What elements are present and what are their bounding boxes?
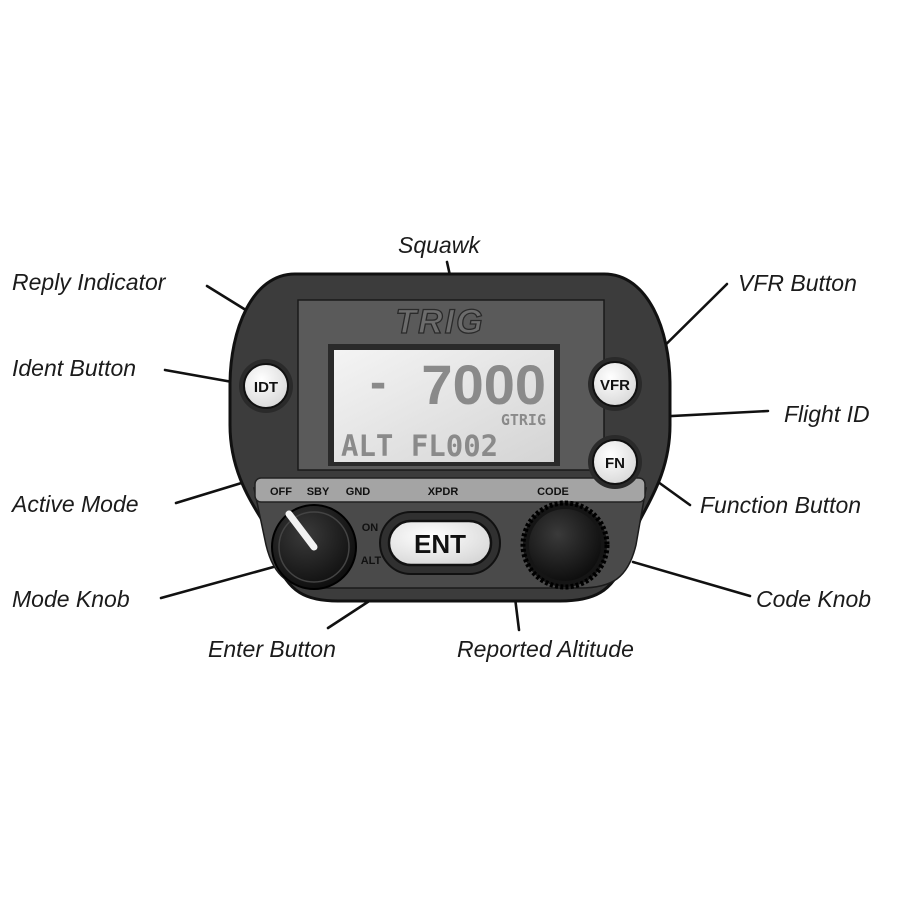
lcd-display: - 7000 GTRIG ALT FL002 xyxy=(328,344,560,466)
panel-labels: OFF SBY GND XPDR CODE ON ALT xyxy=(270,486,569,567)
function-button[interactable]: FN xyxy=(588,435,642,489)
code-knob[interactable] xyxy=(520,500,610,590)
mode-off-label: OFF xyxy=(270,486,292,498)
code-knob-leader-line xyxy=(631,560,752,598)
enter-button[interactable]: ENT xyxy=(379,511,501,575)
squawk-callout: Squawk xyxy=(398,232,480,258)
mode-alt-label: ALT xyxy=(361,555,382,567)
panel-label-strip xyxy=(254,477,646,503)
ident-button-cap xyxy=(243,363,289,409)
ident-button[interactable]: IDT xyxy=(239,359,293,413)
mode-knob[interactable] xyxy=(271,504,357,590)
active-mode-callout: Active Mode xyxy=(12,491,139,517)
ident-button-label: IDT xyxy=(254,379,278,396)
mode-knob-leader-line xyxy=(159,564,279,600)
brand-logo: TRIG xyxy=(395,303,484,341)
reply-indicator: - xyxy=(366,361,390,407)
vfr-button-cap xyxy=(592,361,638,407)
ident-button-callout: Ident Button xyxy=(12,355,137,381)
function-button-label: FN xyxy=(605,455,625,472)
mode-gnd-label: GND xyxy=(346,486,371,498)
mode-knob-pointer xyxy=(285,510,318,551)
reply-indicator-callout: Reply Indicator xyxy=(12,269,166,295)
reported-altitude-callout: Reported Altitude xyxy=(457,636,634,662)
vfr-button-callout: VFR Button xyxy=(738,270,857,296)
mode-altitude-readout: ALT FL002 xyxy=(341,429,498,463)
enter-button-cap xyxy=(387,519,493,567)
mode-knob-rim xyxy=(278,511,350,583)
flight-id-readout: GTRIG xyxy=(501,411,546,429)
enter-button-label: ENT xyxy=(414,529,466,559)
mode-knob-callout: Mode Knob xyxy=(12,586,130,612)
vfr-button-label: VFR xyxy=(600,377,630,394)
code-knob-callout: Code Knob xyxy=(756,586,872,612)
lcd-screen xyxy=(334,350,554,462)
code-knob-body xyxy=(529,509,601,581)
flight-id-callout: Flight ID xyxy=(784,401,870,427)
ident-button-leader-line xyxy=(163,368,240,385)
squawk-code-readout: 7000 xyxy=(421,353,546,416)
enter-button-callout: Enter Button xyxy=(208,636,336,662)
function-button-callout: Function Button xyxy=(700,492,862,518)
xpdr-label: XPDR xyxy=(428,486,459,498)
function-button-cap xyxy=(592,439,638,485)
vfr-button[interactable]: VFR xyxy=(588,357,642,411)
code-label: CODE xyxy=(537,486,569,498)
mode-sby-label: SBY xyxy=(307,486,330,498)
mode-on-label: ON xyxy=(362,522,379,534)
